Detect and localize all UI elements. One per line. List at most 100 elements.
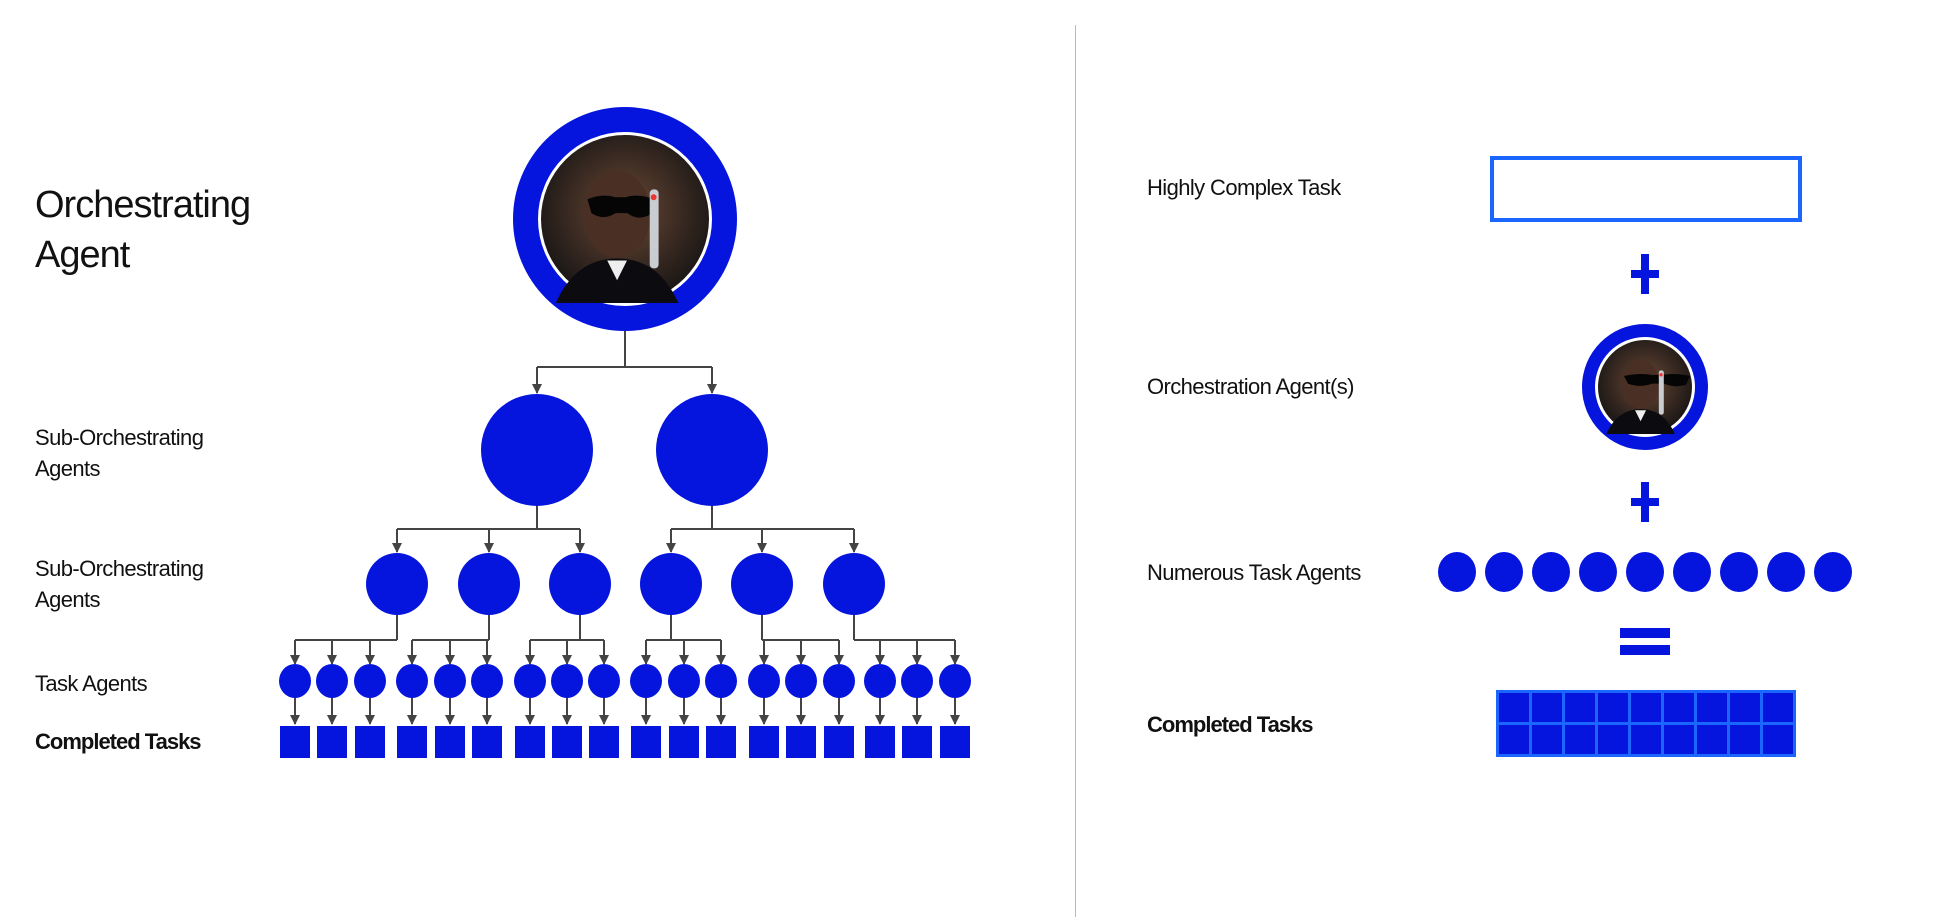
completed-task <box>589 726 619 758</box>
neuralyzer-light <box>650 194 657 201</box>
title-line: Agent <box>35 234 130 276</box>
completed-task <box>940 726 970 758</box>
completed-task <box>749 726 779 758</box>
task-agent <box>396 664 428 698</box>
completed-task-cell <box>1565 693 1595 722</box>
completed-task-cell <box>1532 725 1562 754</box>
task-agent <box>748 664 780 698</box>
completed-task-cell <box>1499 725 1529 754</box>
task-agent <box>823 664 855 698</box>
suit-shape <box>555 258 679 303</box>
completed-task-cell <box>1565 725 1595 754</box>
completed-task <box>902 726 932 758</box>
task-agent-dot <box>1720 552 1758 592</box>
plus-icon <box>1641 254 1649 294</box>
task-agent <box>471 664 503 698</box>
task-agent <box>316 664 348 698</box>
task-agent <box>551 664 583 698</box>
task-agent <box>514 664 546 698</box>
sub-orchestrating-label-1: Sub-Orchestrating Agents <box>35 422 204 484</box>
completed-task <box>317 726 347 758</box>
completed-task <box>355 726 385 758</box>
completed-task-cell <box>1730 725 1760 754</box>
sub-orchestrating-agent <box>823 553 885 615</box>
task-agent <box>279 664 311 698</box>
plus-icon <box>1641 482 1649 522</box>
task-agent <box>705 664 737 698</box>
neuralyzer-icon <box>1658 370 1664 415</box>
neuralyzer-icon <box>649 189 659 269</box>
neuralyzer-light <box>1659 373 1663 377</box>
task-agent <box>668 664 700 698</box>
completed-task-cell <box>1697 725 1727 754</box>
completed-task-cell <box>1664 693 1694 722</box>
task-agent <box>901 664 933 698</box>
task-agent <box>785 664 817 698</box>
completed-tasks-label: Completed Tasks <box>35 729 202 754</box>
highly-complex-task-box <box>1490 156 1802 222</box>
task-agent <box>939 664 971 698</box>
task-agent <box>434 664 466 698</box>
completed-task <box>865 726 895 758</box>
completed-task-cell <box>1598 725 1628 754</box>
completed-task-cell <box>1631 693 1661 722</box>
completed-task-cell <box>1763 725 1793 754</box>
sub-orchestrating-agent <box>656 394 768 506</box>
task-agent-dot <box>1673 552 1711 592</box>
task-agent-dot <box>1532 552 1570 592</box>
sub-orchestrating-agent <box>366 553 428 615</box>
completed-task <box>824 726 854 758</box>
sub-orchestrating-agent <box>640 553 702 615</box>
completed-task <box>515 726 545 758</box>
task-agent <box>354 664 386 698</box>
equals-icon <box>1620 628 1670 638</box>
completed-task-cell <box>1730 693 1760 722</box>
orchestrating-agent-label: Orchestrating Agent <box>35 180 251 280</box>
task-agent <box>588 664 620 698</box>
numerous-task-agents-label: Numerous Task Agents <box>1147 560 1361 585</box>
completed-task-cell <box>1664 725 1694 754</box>
completed-task <box>669 726 699 758</box>
sub-orchestrating-agent <box>731 553 793 615</box>
title-line: Orchestrating <box>35 184 251 226</box>
completed-task <box>397 726 427 758</box>
section-divider <box>1075 25 1076 917</box>
sunglasses-icon <box>587 195 654 218</box>
sub-orchestrating-agent <box>458 553 520 615</box>
task-agent-dot <box>1814 552 1852 592</box>
completed-task-cell <box>1598 693 1628 722</box>
highly-complex-task-label: Highly Complex Task <box>1147 175 1341 200</box>
completed-task <box>280 726 310 758</box>
completed-tasks-summary-label: Completed Tasks <box>1147 712 1314 737</box>
completed-task-cell <box>1499 693 1529 722</box>
task-agent <box>864 664 896 698</box>
completed-task <box>552 726 582 758</box>
shirt-collar <box>1635 410 1647 422</box>
completed-task <box>631 726 661 758</box>
completed-task <box>706 726 736 758</box>
task-agent-dot <box>1626 552 1664 592</box>
task-agent-dot <box>1485 552 1523 592</box>
sub-orchestrating-agent <box>549 553 611 615</box>
label-line: Agents <box>35 456 101 481</box>
sub-orchestrating-agent <box>481 394 593 506</box>
equals-icon <box>1620 645 1670 655</box>
completed-task <box>472 726 502 758</box>
completed-task <box>435 726 465 758</box>
completed-task-cell <box>1532 693 1562 722</box>
task-agent-dot <box>1579 552 1617 592</box>
sunglasses-icon <box>1623 373 1690 387</box>
task-agent-dot <box>1767 552 1805 592</box>
face-shape <box>583 170 651 258</box>
completed-task-cell <box>1631 725 1661 754</box>
label-line: Agents <box>35 587 101 612</box>
label-line: Sub-Orchestrating <box>35 556 204 581</box>
label-line: Sub-Orchestrating <box>35 425 204 450</box>
completed-task <box>786 726 816 758</box>
shirt-collar <box>607 260 627 281</box>
task-agent-dot <box>1438 552 1476 592</box>
sub-orchestrating-label-2: Sub-Orchestrating Agents <box>35 553 204 615</box>
suit-shape <box>1606 409 1675 434</box>
task-agents-label: Task Agents <box>35 671 148 696</box>
orchestration-agents-label: Orchestration Agent(s) <box>1147 374 1355 399</box>
